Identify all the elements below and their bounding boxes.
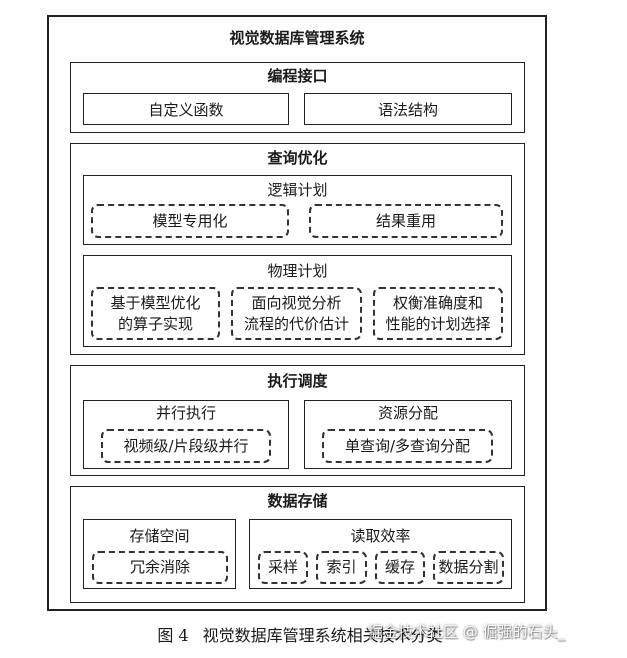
section-programming-interface [70, 62, 525, 133]
subsection-read-efficiency-title: 读取效率 [350, 527, 411, 545]
section-execution-scheduling-title: 执行调度 [267, 372, 328, 390]
figure-caption-text: 视觉数据库管理系统相关技术分类 [202, 626, 443, 645]
item-plan-selection-line2: 性能的计划选择 [385, 314, 491, 333]
item-cost-estimation-line2: 流程的代价估计 [243, 314, 349, 333]
subsection-storage-space-title: 存储空间 [129, 527, 190, 545]
item-caching: 缓存 [375, 551, 425, 584]
item-plan-selection: 权衡准确度和 性能的计划选择 [373, 287, 503, 340]
item-redundancy-elimination: 冗余消除 [92, 551, 228, 584]
figure-caption: 图 4 视觉数据库管理系统相关技术分类 [100, 626, 500, 646]
item-indexing-label: 索引 [326, 558, 357, 576]
item-sampling: 采样 [258, 551, 308, 584]
item-query-allocation: 单查询/多查询分配 [322, 429, 493, 463]
subsection-logical-plan [83, 175, 512, 245]
subsection-parallel-execution-title: 并行执行 [155, 404, 216, 422]
item-result-reuse: 结果重用 [309, 204, 503, 238]
system-title: 视觉数据库管理系统 [229, 29, 365, 47]
item-data-partitioning: 数据分割 [433, 551, 504, 584]
item-model-based-operator-line1: 基于模型优化 [110, 293, 201, 312]
item-cost-estimation-line1: 面向视觉分析 [251, 293, 342, 312]
item-custom-function: 自定义函数 [83, 93, 289, 125]
item-syntax-structure: 语法结构 [304, 93, 512, 125]
subsection-resource-allocation [304, 400, 512, 469]
section-data-storage-title: 数据存储 [267, 492, 328, 510]
watermark: 掘金技术社区 @ 倔强的石头_ [368, 623, 566, 641]
item-result-reuse-label: 结果重用 [375, 211, 436, 230]
subsection-logical-plan-title: 逻辑计划 [267, 181, 328, 199]
subsection-parallel-execution [83, 400, 289, 469]
subsection-physical-plan-title: 物理计划 [267, 262, 328, 280]
item-indexing: 索引 [316, 551, 367, 584]
item-data-partitioning-label: 数据分割 [438, 558, 499, 576]
item-plan-selection-line1: 权衡准确度和 [392, 293, 483, 312]
section-query-optimization-title: 查询优化 [267, 149, 328, 167]
item-model-specialization: 模型专用化 [91, 204, 289, 238]
item-sampling-label: 采样 [267, 558, 298, 576]
system-outer-box [47, 15, 547, 611]
item-model-specialization-label: 模型专用化 [152, 211, 228, 230]
item-model-based-operator: 基于模型优化 的算子实现 [91, 287, 220, 340]
item-cost-estimation: 面向视觉分析 流程的代价估计 [231, 287, 362, 340]
item-model-based-operator-line2: 的算子实现 [117, 314, 193, 333]
subsection-resource-allocation-title: 资源分配 [377, 404, 438, 422]
section-programming-interface-title: 编程接口 [267, 67, 328, 85]
item-query-allocation-label: 单查询/多查询分配 [344, 436, 471, 455]
item-redundancy-elimination-label: 冗余消除 [129, 558, 190, 576]
item-caching-label: 缓存 [384, 558, 415, 576]
subsection-storage-space [83, 519, 236, 589]
item-video-segment-parallel-label: 视频级/片段级并行 [123, 436, 249, 455]
subsection-physical-plan [83, 255, 512, 347]
item-video-segment-parallel: 视频级/片段级并行 [101, 429, 271, 463]
figure-number: 图 4 [157, 626, 189, 645]
